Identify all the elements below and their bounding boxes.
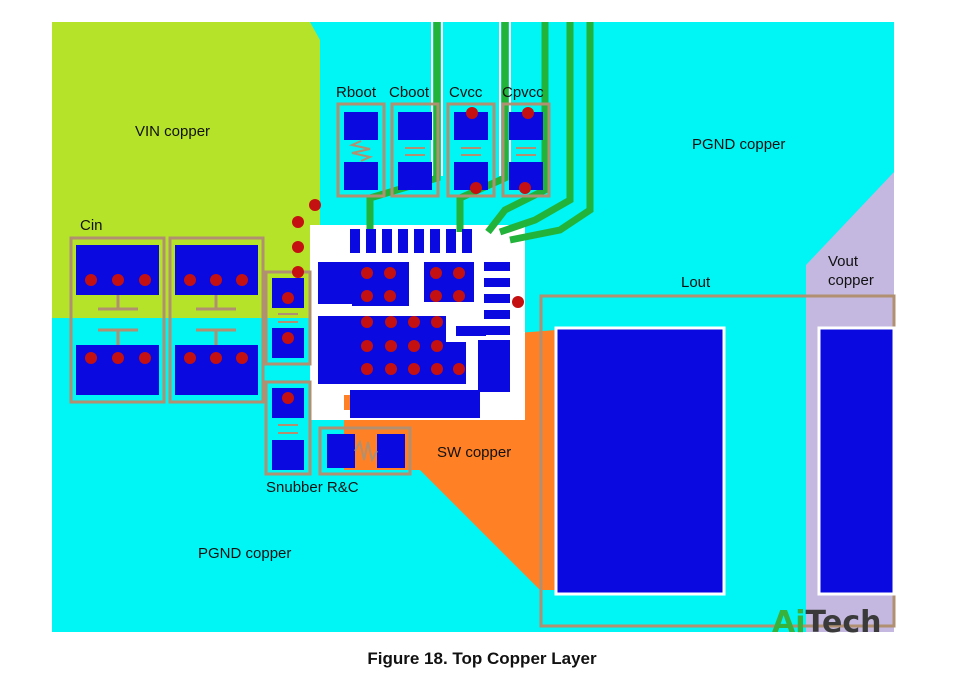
snubber-capacitor: [264, 380, 312, 476]
pgnd-copper-label-top: PGND copper: [692, 136, 785, 153]
ic-pins-top: [350, 229, 472, 253]
vin-copper-pour: [52, 22, 320, 318]
watermark-logo: AiTech: [772, 605, 881, 640]
vout-copper-label-line2: copper: [828, 272, 874, 289]
figure-caption: Figure 18. Top Copper Layer: [367, 649, 597, 668]
watermark-part2: Tech: [806, 605, 882, 640]
rboot-resistor: [336, 102, 386, 198]
ic-pins-right: [456, 262, 510, 336]
vin-copper-label: VIN copper: [135, 123, 210, 140]
lout-pad-right: [817, 326, 896, 596]
cvcc-label: Cvcc: [449, 84, 483, 101]
cpvcc-label: Cpvcc: [502, 84, 544, 101]
snubber-label: Snubber R&C: [266, 479, 359, 496]
cboot-capacitor: [390, 102, 440, 198]
rboot-label: Rboot: [336, 84, 377, 101]
ic-pad-sw: [350, 390, 480, 418]
vout-copper-label-line1: Vout: [828, 253, 859, 270]
cin-label: Cin: [80, 217, 103, 234]
cpvcc-capacitor: [501, 102, 551, 198]
cboot-label: Cboot: [389, 84, 430, 101]
watermark-part1: Ai: [772, 605, 806, 640]
vias: [85, 107, 534, 404]
signal-trace-edges: [431, 22, 511, 176]
ic-pad-sw-right: [478, 340, 510, 392]
snubber-resistor: [318, 426, 412, 476]
pgnd-copper-label-bottom: PGND copper: [198, 545, 291, 562]
cin-capacitor-2: [168, 236, 265, 404]
sw-copper-label: SW copper: [437, 444, 511, 461]
lout-label: Lout: [681, 274, 711, 291]
ic-pad-center: [352, 262, 409, 306]
lout-pad-left: [554, 326, 726, 596]
